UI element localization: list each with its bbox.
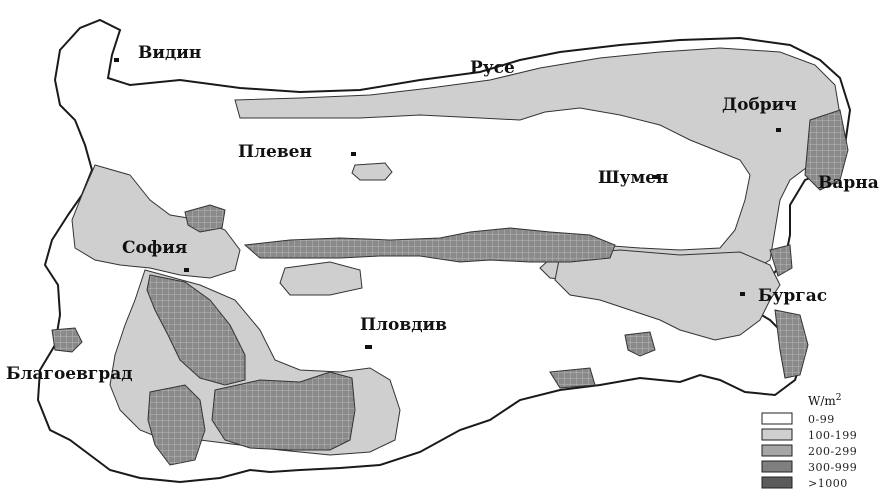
city-label-pleven: Плевен (238, 142, 312, 162)
marker-shumen (653, 175, 658, 179)
zone-east-band (554, 249, 781, 341)
zone-east-spot (624, 331, 656, 357)
city-label-burgas: Бургас (758, 286, 827, 306)
marker-vidin (114, 58, 119, 62)
marker-sofia (184, 268, 189, 272)
zone-blagoevgrad-south (147, 384, 206, 466)
legend-swatch-3 (761, 460, 793, 473)
legend-swatch-4 (761, 476, 793, 489)
city-label-blagoevgrad: Благоевград (6, 364, 133, 384)
zone-blagoevgrad-west (51, 327, 83, 353)
legend-label-3: 300-999 (808, 461, 857, 474)
zone-sofia-north (184, 204, 226, 233)
legend-swatch-1 (761, 428, 793, 441)
city-markers (114, 58, 781, 349)
zone-balkan-belt (243, 227, 616, 263)
city-label-vidin: Видин (138, 43, 201, 63)
marker-dobrich (776, 128, 781, 132)
legend-label-0: 0-99 (808, 413, 835, 426)
legend-title: W/m2 (808, 393, 842, 408)
zone-rhodopes (211, 371, 356, 451)
marker-pleven (351, 152, 356, 156)
zone-central-spot (279, 261, 363, 296)
legend-rows: 0-99 100-199 200-299 300-999 >1000 (761, 412, 857, 490)
zone-burgas-coast (769, 244, 793, 277)
city-label-shumen: Шумен (598, 168, 668, 188)
city-labels: Видин Русе Добрич Плевен Шумен Варна Соф… (6, 43, 879, 384)
city-label-varna: Варна (818, 173, 879, 193)
legend-label-2: 200-299 (808, 445, 857, 458)
city-label-plovdiv: Пловдив (360, 315, 447, 335)
zone-pleven-spot (351, 162, 393, 181)
zone-sofia (71, 164, 241, 279)
marker-plovdiv (365, 345, 372, 349)
zone-south-coast-spot (549, 367, 596, 389)
city-label-ruse: Русе (470, 58, 515, 78)
map-legend: W/m2 0-99 100-199 200-299 300-999 >1000 (761, 393, 857, 490)
legend-swatch-2 (761, 444, 793, 457)
legend-label-4: >1000 (808, 477, 848, 490)
zone-rila-pirin (146, 274, 246, 386)
zone-strandzha-coast (774, 309, 809, 379)
legend-label-1: 100-199 (808, 429, 857, 442)
marker-burgas (740, 292, 745, 296)
legend-swatch-0 (761, 412, 793, 425)
zone-varna-coast (804, 109, 849, 191)
city-label-dobrich: Добрич (722, 95, 797, 115)
city-label-sofia: София (122, 238, 187, 258)
